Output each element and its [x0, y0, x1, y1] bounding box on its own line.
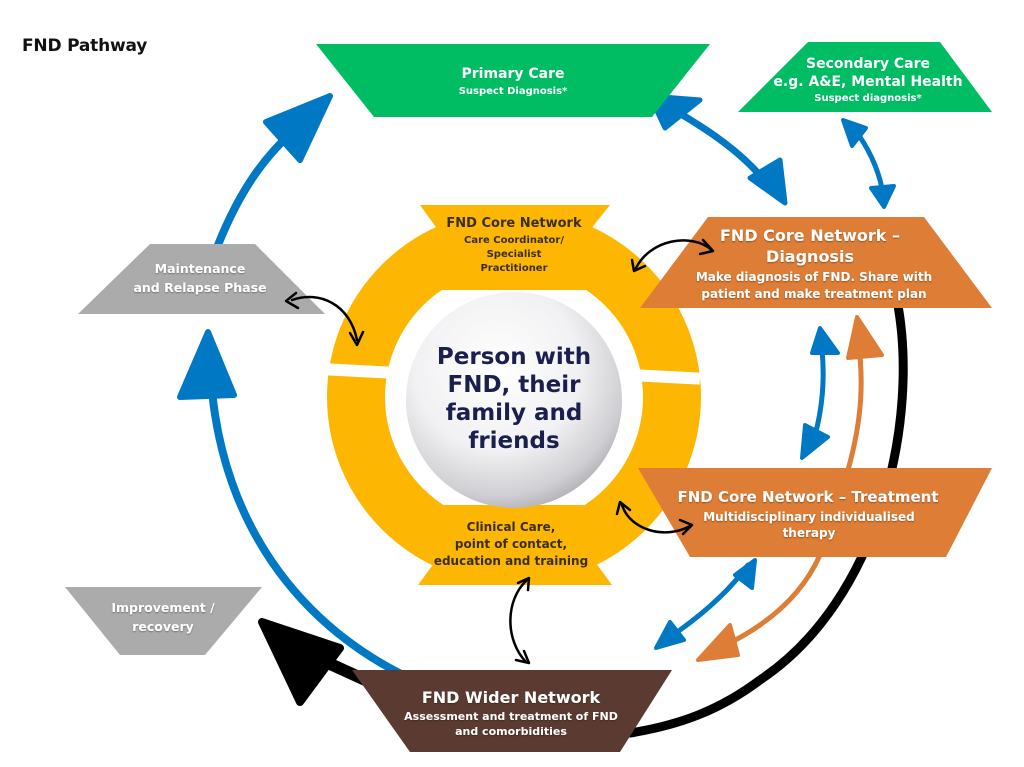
black-arrowhead: [615, 500, 632, 516]
secondary-care-title-1: Secondary Care: [806, 56, 930, 72]
maintenance-line-1: Maintenance: [155, 261, 246, 276]
blue-arrowhead-diagnosis-end: [747, 157, 788, 206]
treatment-subtitle-1: Multidisciplinary individualised: [703, 510, 915, 524]
ring-bottom-tab: [418, 505, 612, 585]
blue-arrowhead-primary-care: [263, 93, 333, 163]
black-arrowhead: [630, 258, 647, 273]
node-maintenance[interactable]: [78, 244, 325, 314]
improvement-line-1: Improvement /: [111, 600, 215, 615]
node-primary-care[interactable]: [316, 44, 710, 117]
black-arrowhead: [516, 576, 531, 592]
blue-arrowhead-treat-down: [800, 423, 830, 460]
primary-care-subtitle: Suspect Diagnosis*: [459, 86, 568, 97]
center-line-4: friends: [468, 428, 559, 454]
node-core-diagnosis[interactable]: [640, 217, 992, 308]
secondary-care-title-2: e.g. A&E, Mental Health: [773, 74, 962, 90]
diagnosis-subtitle-2: patient and make treatment plan: [701, 287, 926, 301]
blue-arrowhead-treatment-end: [733, 558, 757, 590]
ring-bottom-line-1: Clinical Care,: [467, 520, 556, 534]
blue-arrowhead-diag-up: [810, 326, 840, 355]
node-core-treatment[interactable]: [638, 468, 992, 557]
ring-top-line-2: Specialist: [487, 249, 542, 260]
blue-arrowhead-wider-end: [654, 620, 686, 650]
center-sphere: [406, 292, 622, 508]
diagnosis-subtitle-1: Make diagnosis of FND. Share with: [696, 270, 932, 284]
black-double-arrow-maintenance-ring: [290, 295, 359, 342]
black-pathway-arc: [625, 295, 908, 738]
black-arrow-to-improvement-head: [258, 618, 344, 706]
treatment-subtitle-2: therapy: [783, 526, 836, 540]
black-arrowhead: [514, 649, 531, 665]
ring-top-tab: [420, 205, 610, 290]
orange-arrowhead-diagnosis: [846, 315, 884, 360]
orange-arrowhead-wider: [696, 623, 740, 662]
black-arrowhead: [678, 518, 694, 536]
core-network-ring: [327, 205, 701, 585]
treatment-title: FND Core Network – Treatment: [677, 488, 938, 506]
improvement-line-2: recovery: [132, 619, 194, 634]
blue-arrowhead-diagnosis-end-2: [869, 184, 896, 209]
ring-bottom-line-3: education and training: [434, 554, 588, 568]
black-double-arrow-ring-treatment: [620, 503, 692, 534]
primary-care-title: Primary Care: [461, 66, 564, 82]
center-line-2: FND, their: [448, 372, 582, 398]
diagnosis-title-2: Diagnosis: [766, 247, 854, 266]
wider-network-title: FND Wider Network: [422, 688, 601, 707]
node-improvement[interactable]: [65, 587, 262, 655]
blue-arrowhead-secondary-end: [841, 118, 868, 148]
ring-top-title: FND Core Network: [446, 216, 582, 231]
node-wider-network[interactable]: [352, 670, 672, 752]
black-arrowhead: [284, 291, 300, 310]
black-arrowhead: [698, 238, 715, 256]
blue-double-arrow-diagnosis-treatment: [812, 347, 826, 438]
blue-arrowhead-primary-end: [647, 93, 703, 131]
ring-top-line-1: Care Coordinator/: [464, 235, 564, 246]
ring-top-line-3: Practitioner: [480, 263, 547, 274]
black-double-arrow-ring-wider: [509, 578, 529, 664]
diagnosis-title-1: FND Core Network –: [720, 226, 900, 245]
ring-bottom-line-2: point of contact,: [455, 537, 567, 551]
blue-arc-to-maintenance: [206, 356, 424, 687]
page-title: FND Pathway: [22, 36, 148, 56]
wider-network-subtitle-2: and comorbidities: [455, 725, 567, 738]
center-line-1: Person with: [437, 344, 591, 370]
center-line-3: family and: [446, 400, 583, 426]
node-secondary-care[interactable]: [738, 42, 992, 112]
black-arrowhead: [348, 330, 365, 347]
wider-network-subtitle-1: Assessment and treatment of FND: [404, 710, 618, 723]
black-double-arrow-ring-diagnosis: [634, 239, 714, 270]
secondary-care-subtitle: Suspect diagnosis*: [814, 93, 922, 104]
blue-arrowhead-maintenance: [177, 329, 237, 400]
maintenance-line-2: and Relapse Phase: [133, 280, 266, 295]
